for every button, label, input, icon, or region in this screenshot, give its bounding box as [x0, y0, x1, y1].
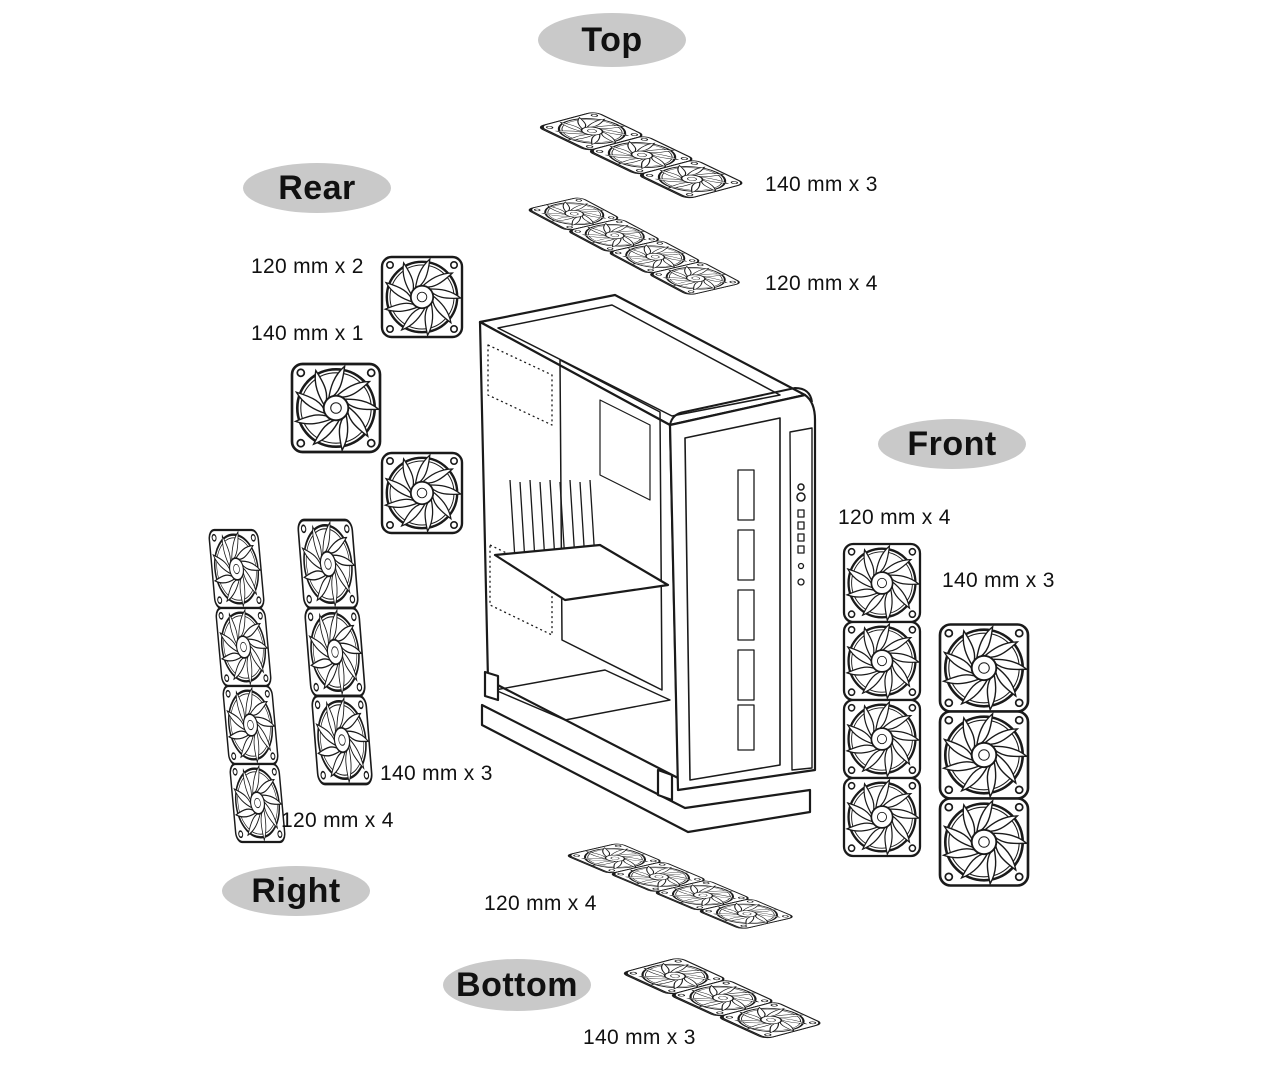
top-spec-120: 120 mm x 4 [765, 272, 878, 295]
rear-spec-120: 120 mm x 2 [251, 255, 364, 278]
front-spec-140: 140 mm x 3 [942, 569, 1055, 592]
front-140-fan-column [938, 623, 1030, 887]
right-spec-140: 140 mm x 3 [380, 762, 493, 785]
pc-case-drawing [478, 293, 817, 834]
rear-spec-140: 140 mm x 1 [251, 322, 364, 345]
right-120-fan-column [207, 528, 287, 844]
bottom-120-fan-row [564, 841, 797, 931]
right-140-fan-column [296, 518, 374, 786]
rear-title: Rear [243, 163, 391, 213]
right-title: Right [222, 866, 370, 916]
rear-fans [290, 255, 464, 535]
top-title: Top [538, 13, 686, 67]
front-spec-120: 120 mm x 4 [838, 506, 951, 529]
top-spec-140: 140 mm x 3 [765, 173, 878, 196]
top-120-fan-row [525, 196, 743, 297]
front-title: Front [878, 419, 1026, 469]
top-140-fan-row [536, 110, 747, 201]
bottom-title: Bottom [443, 959, 591, 1011]
front-120-fan-column [842, 542, 922, 858]
bottom-spec-120: 120 mm x 4 [484, 892, 597, 915]
right-spec-120: 120 mm x 4 [281, 809, 394, 832]
bottom-spec-140: 140 mm x 3 [583, 1026, 696, 1049]
